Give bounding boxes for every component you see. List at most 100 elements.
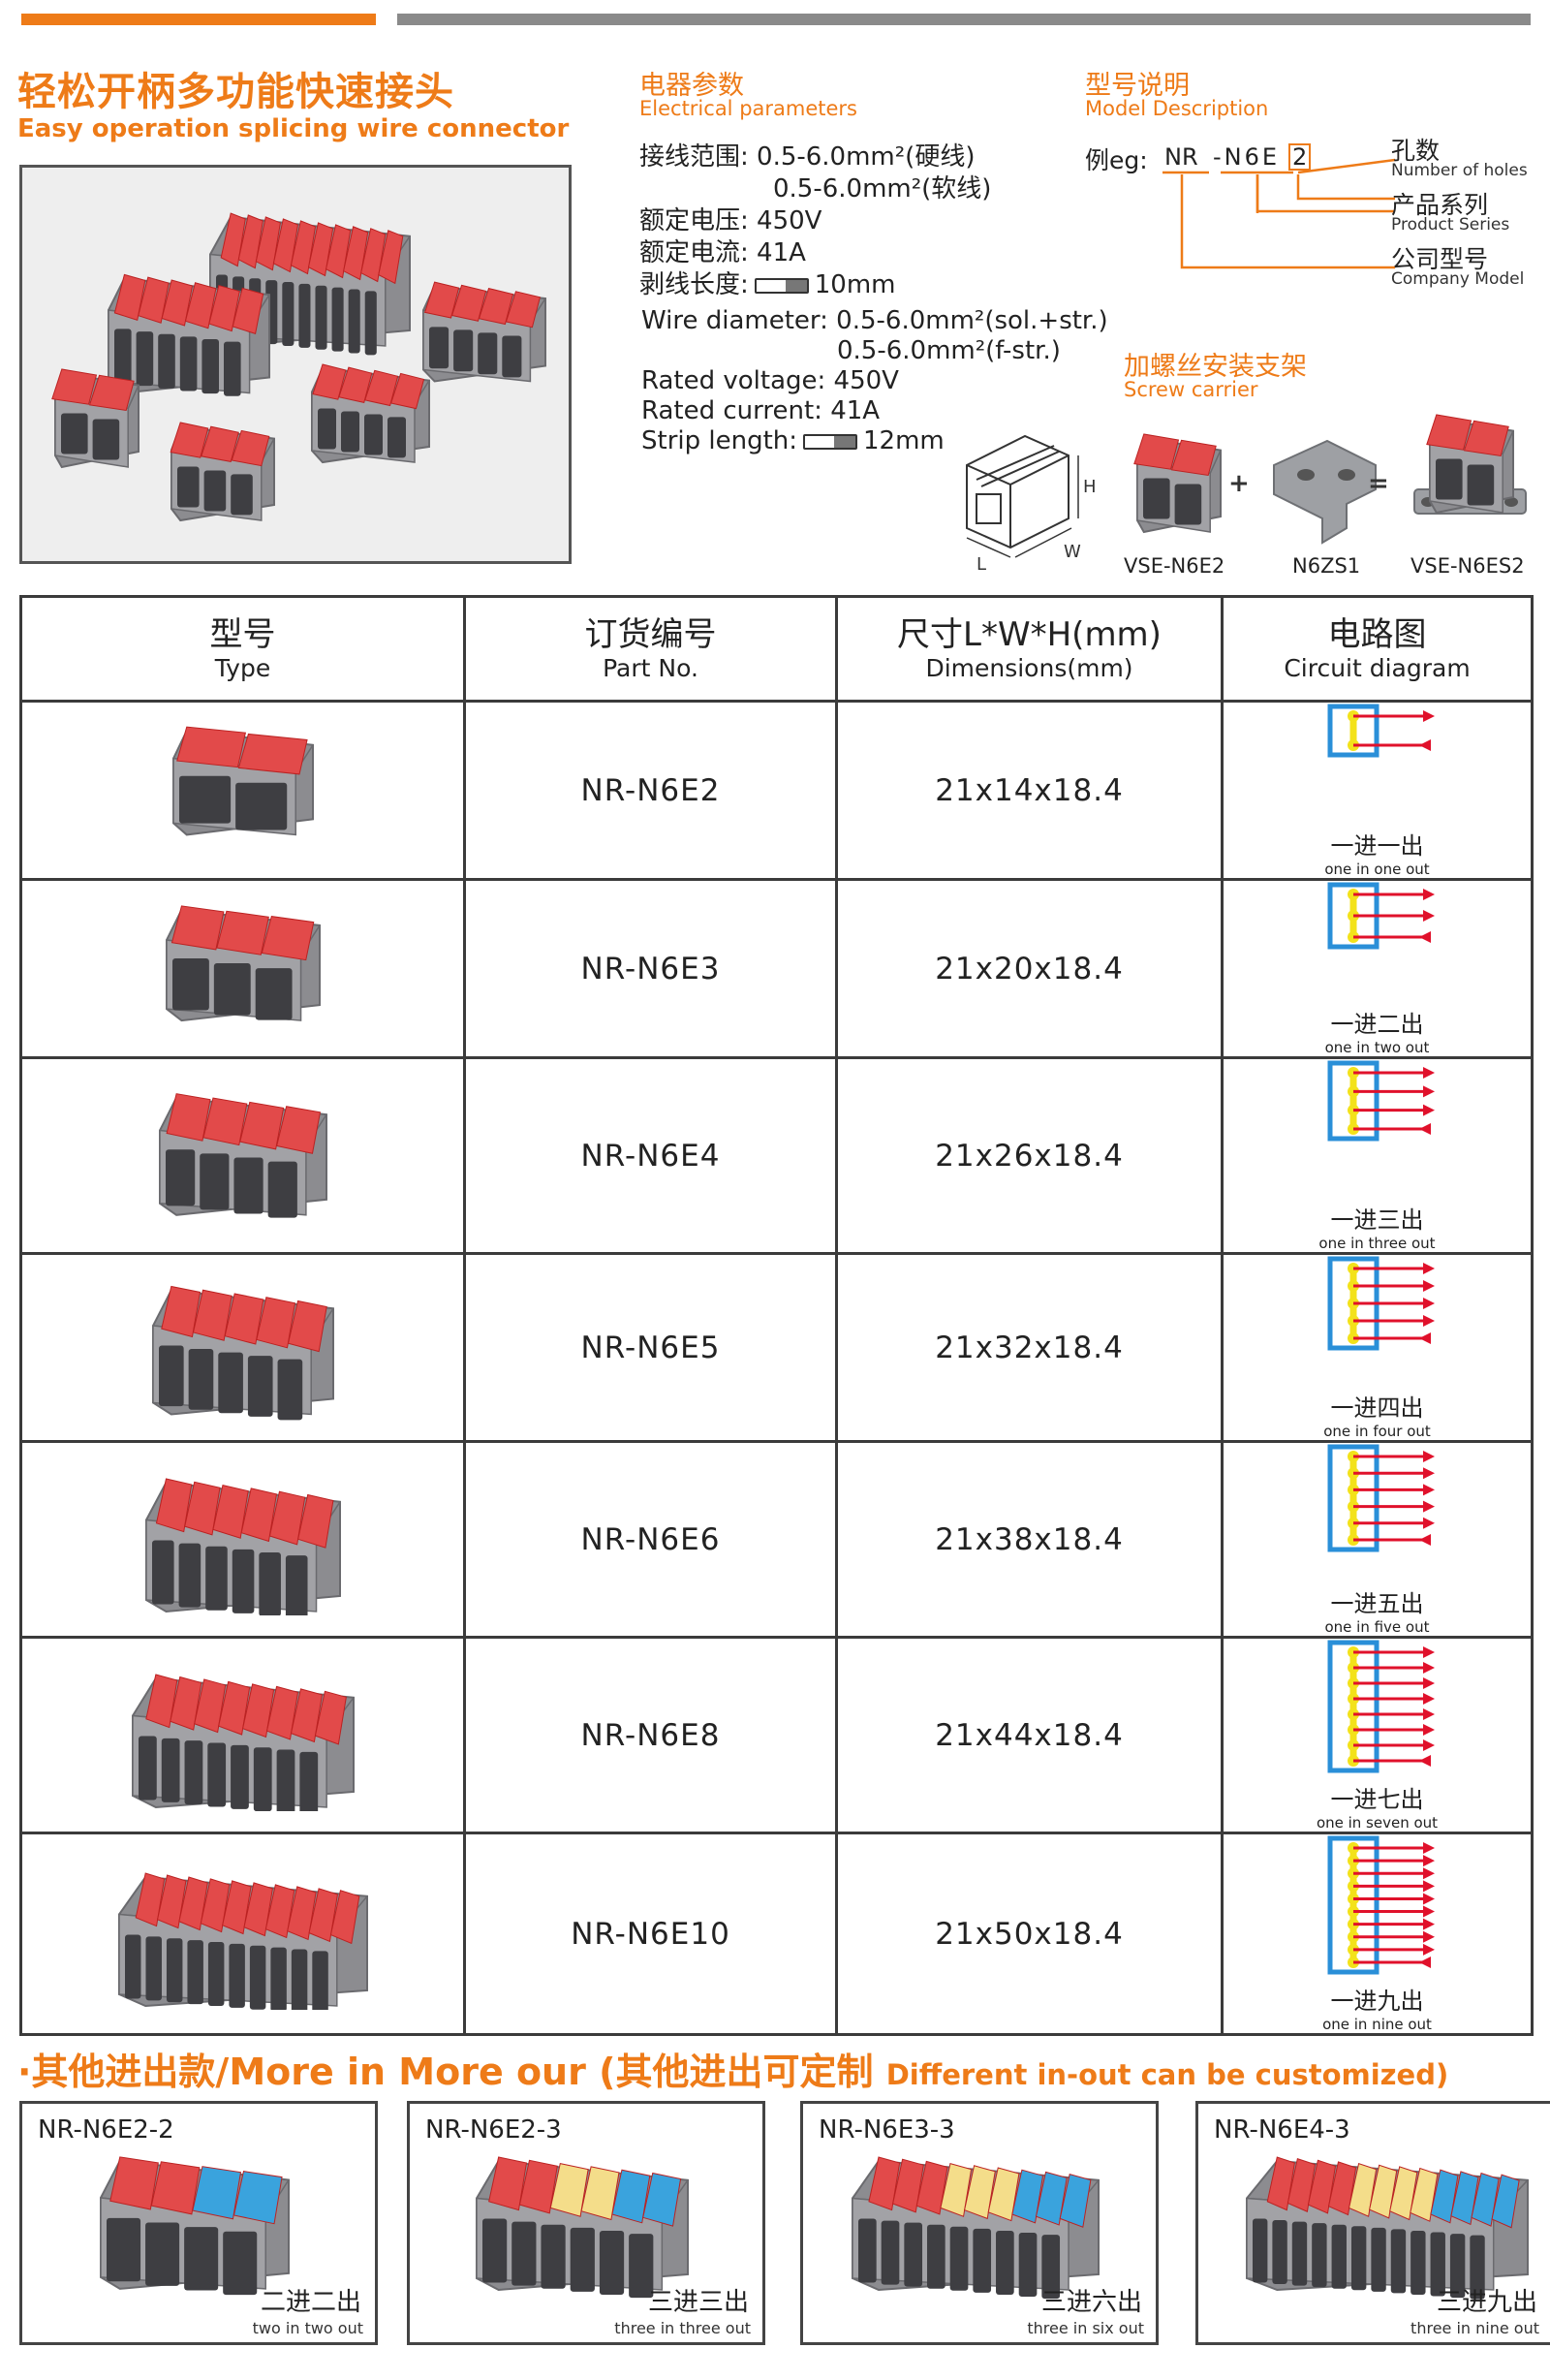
param-en-current: Rated current: 41A [641,396,881,425]
param-en-diameter: Wire diameter: 0.5-6.0mm²(sol.+str.) [641,306,1108,335]
arrow-out-icon [1422,1918,1435,1930]
screw-item-assembly [1413,414,1527,515]
part-number: NR-N6E3 [580,951,721,986]
model-code-series: -N6E [1213,143,1281,171]
variant-card: NR-N6E2-2 二进二出 two in two out [19,2101,378,2345]
arrow-out-icon [1422,1263,1435,1274]
circuit-label-en: one in nine out [1322,2016,1432,2033]
screw-item-label-2: N6ZS1 [1292,554,1361,578]
dim-h-label: H [1083,477,1097,497]
row-circuit: 一进二出 one in two out [1221,878,1534,1059]
model-code-holes: 2 [1288,143,1312,171]
row-dimensions: 21x44x18.4 [835,1636,1224,1834]
variant-card: NR-N6E2-3 三进三出 three in three out [407,2101,765,2345]
arrow-in-icon [1418,739,1431,751]
arrow-in-icon [1418,1755,1431,1767]
screw-equals: = [1368,469,1389,498]
part-number: NR-N6E8 [580,1717,721,1753]
param-en-strip-label: Strip length: [641,426,798,455]
arrow-out-icon [1422,1085,1435,1098]
circuit-label-cn: 一进一出 [1330,832,1424,860]
table-row: NR-N6E5 21x32x18.4 一进四出 one in four out [19,1252,1534,1443]
circuit-label-en: one in two out [1324,1039,1430,1056]
dimension-sketch: H L W [947,426,1102,581]
row-type-image [19,1832,466,2036]
dimensions-value: 21x26x18.4 [935,1138,1124,1174]
circuit-diagram [1327,882,1435,950]
variant-label-cn: 三进六出 [1040,2288,1142,2317]
row-circuit: 一进四出 one in four out [1221,1252,1534,1443]
page-title-en: Easy operation splicing wire connector [17,114,570,143]
hero-connector-6 [108,273,270,396]
screw-item-label-1: VSE-N6E2 [1124,554,1225,578]
arrow-in-icon [1418,1123,1431,1135]
hero-connector-2 [51,368,140,469]
row-type-image [19,1252,466,1443]
screw-title-cn: 加螺丝安装支架 [1124,352,1307,382]
electrical-params-en: Wire diameter: 0.5-6.0mm²(sol.+str.) 0.5… [641,306,1108,456]
model-company-cn: 公司型号 [1391,245,1489,273]
circuit-diagram [1327,704,1435,758]
dimensions-value: 21x44x18.4 [935,1717,1124,1753]
row-part-no: NR-N6E8 [463,1636,838,1834]
circuit-label-cn: 一进三出 [1330,1206,1424,1234]
dim-l-label: L [976,554,986,575]
dimensions-value: 21x20x18.4 [935,951,1124,986]
arrow-out-icon [1422,1517,1435,1529]
circuit-label-cn: 一进九出 [1330,1988,1424,2015]
hero-product-image [19,165,572,564]
arrow-out-icon [1422,1484,1435,1496]
row-circuit: 一进一出 one in one out [1221,700,1534,881]
connector-image [144,1477,341,1619]
variant-image [100,2156,290,2296]
arrow-out-icon [1422,1662,1435,1674]
variant-image [852,2156,1100,2300]
arrow-out-icon [1422,1677,1435,1689]
variant-image [1246,2156,1529,2300]
table-row: NR-N6E3 21x20x18.4 一进二出 one in two out [19,878,1534,1059]
param-en-strip-value: 12mm [863,426,945,455]
hero-connector-4a [422,281,546,383]
row-part-no: NR-N6E2 [463,700,838,881]
row-type-image [19,878,466,1059]
dimensions-value: 21x32x18.4 [935,1330,1124,1365]
param-cn-strip: 剥线长度:10mm [639,269,991,301]
row-type-image [19,1056,466,1255]
arrow-out-icon [1422,889,1435,900]
row-dimensions: 21x20x18.4 [835,878,1224,1059]
row-part-no: NR-N6E6 [463,1440,838,1639]
row-dimensions: 21x50x18.4 [835,1832,1224,2036]
model-lines [1162,158,1395,269]
param-en-strip: Strip length: 12mm [641,426,1108,456]
screw-item-connector [1133,433,1222,534]
row-type-image [19,700,466,881]
arrow-out-icon [1422,910,1435,922]
arrow-out-icon [1422,1893,1435,1905]
row-dimensions: 21x14x18.4 [835,700,1224,881]
arrow-out-icon [1422,1298,1435,1309]
more-title-sub-cn: (其他进出可定制 [599,2051,874,2093]
circuit-diagram [1327,1256,1435,1351]
variant-card: NR-N6E4-3 三进九出 three in nine out [1195,2101,1550,2345]
arrow-out-icon [1422,1930,1435,1943]
dim-w-label: W [1064,542,1081,562]
arrow-out-icon [1422,1467,1435,1480]
arrow-in-icon [1418,1332,1431,1344]
model-holes-en: Number of holes [1391,161,1528,180]
circuit-label-en: one in one out [1324,861,1430,878]
variant-label-cn: 三进三出 [647,2288,749,2317]
arrow-out-icon [1422,1693,1435,1705]
arrow-out-icon [1422,1104,1435,1116]
arrow-out-icon [1422,1280,1435,1292]
model-title-cn: 型号说明 [1085,71,1190,101]
param-cn-current: 额定电流: 41A [639,238,806,267]
param-en-voltage: Rated voltage: 450V [641,366,899,395]
arrow-out-icon [1422,1880,1435,1893]
arrow-in-icon [1418,1957,1431,1968]
connector-image [151,1285,334,1420]
model-example-prefix: 例eg: [1085,146,1148,174]
arrow-in-icon [1418,1534,1431,1546]
row-dimensions: 21x26x18.4 [835,1056,1224,1255]
